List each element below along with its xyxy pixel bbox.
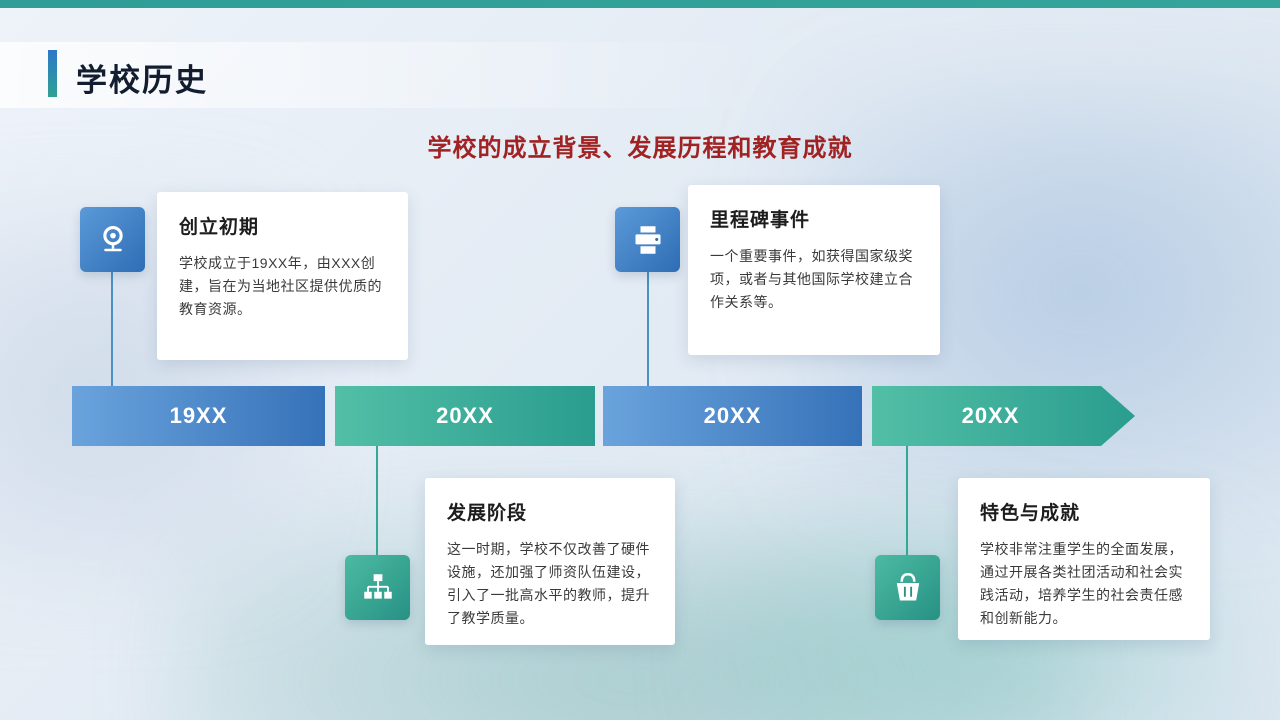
slide-subtitle: 学校的成立背景、发展历程和教育成就 [427,135,853,162]
sitemap-icon [358,568,398,608]
timeline-segment-19xx: 19XX [72,386,325,446]
title-band [0,42,760,108]
card-icon-tile [875,555,940,620]
card-title: 发展阶段 [447,503,528,524]
card-body: 一个重要事件，如获得国家级奖项，或者与其他国际学校建立合作关系等。 [710,248,913,311]
top-accent-strip [0,0,1280,8]
webcam-icon [93,220,133,260]
timeline-card-founding: 创立初期 学校成立于19XX年，由XXX创建，旨在为当地社区提供优质的教育资源。 [157,192,408,360]
timeline-connector [111,272,113,386]
basket-icon [888,568,928,608]
timeline-card-milestone: 里程碑事件 一个重要事件，如获得国家级奖项，或者与其他国际学校建立合作关系等。 [688,185,940,355]
timeline-connector [906,446,908,555]
card-body: 学校成立于19XX年，由XXX创建，旨在为当地社区提供优质的教育资源。 [179,255,382,318]
card-title: 特色与成就 [980,503,1081,524]
printer-icon [628,220,668,260]
timeline-connector [647,272,649,386]
card-title: 创立初期 [179,217,260,238]
timeline-card-development: 发展阶段 这一时期，学校不仅改善了硬件设施，还加强了师资队伍建设，引入了一批高水… [425,478,675,645]
card-icon-tile [345,555,410,620]
timeline-connector [376,446,378,555]
card-title: 里程碑事件 [710,210,811,231]
card-body: 这一时期，学校不仅改善了硬件设施，还加强了师资队伍建设，引入了一批高水平的教师，… [447,541,650,627]
page-title: 学校历史 [76,63,208,98]
timeline-segment-20xx-1: 20XX [335,386,595,446]
card-body: 学校非常注重学生的全面发展，通过开展各类社团活动和社会实践活动，培养学生的社会责… [980,541,1183,627]
timeline-year-label: 20XX [436,403,494,428]
card-icon-tile [615,207,680,272]
timeline-year-label: 20XX [961,403,1020,428]
timeline-segment-20xx-2: 20XX [603,386,862,446]
timeline-card-achievements: 特色与成就 学校非常注重学生的全面发展，通过开展各类社团活动和社会实践活动，培养… [958,478,1210,640]
timeline-segment-20xx-3: 20XX [872,386,1135,446]
title-accent-bar [48,50,57,97]
timeline-year-label: 19XX [169,403,228,428]
timeline-year-label: 20XX [703,403,762,428]
card-icon-tile [80,207,145,272]
